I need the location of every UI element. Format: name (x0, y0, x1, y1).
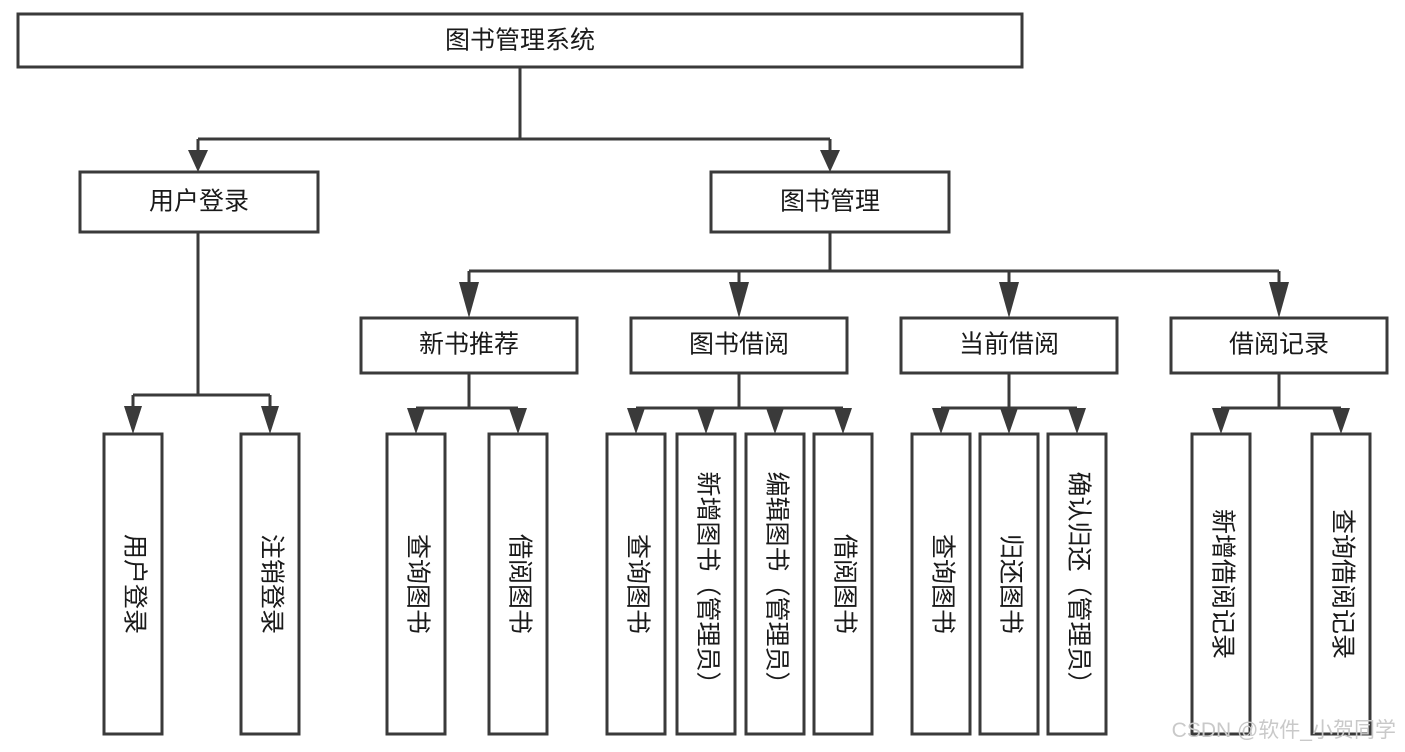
arrow-head-book-borrow (729, 282, 749, 318)
node-borrow-record[interactable]: 借阅记录 (1169, 316, 1389, 375)
node-leaf-return-book[interactable]: 归还图书 (978, 432, 1040, 736)
arrow-head-leaf-borrow-book-2 (834, 408, 852, 434)
node-leaf-user-login-box[interactable] (102, 432, 164, 736)
node-user-login-label: 用户登录 (149, 188, 249, 216)
node-leaf-borrow-book-2-label: 借阅图书 (830, 534, 858, 634)
node-leaf-borrow-book-2-box[interactable] (812, 432, 874, 736)
node-current-borrow-box[interactable] (899, 316, 1119, 375)
node-leaf-add-record-box[interactable] (1190, 432, 1252, 736)
node-book-borrow-box[interactable] (629, 316, 849, 375)
node-book-manage-box[interactable] (709, 170, 951, 234)
node-book-borrow[interactable]: 图书借阅 (629, 316, 849, 375)
node-root-label: 图书管理系统 (445, 27, 595, 55)
node-leaf-borrow-book-1-label: 借阅图书 (505, 534, 533, 634)
node-leaf-query-book-3-box[interactable] (910, 432, 972, 736)
arrow-head-leaf-add-book (697, 408, 715, 434)
node-leaf-confirm-return[interactable]: 确认归还（管理员） (1046, 432, 1108, 736)
node-leaf-add-book-box[interactable] (675, 432, 737, 736)
node-leaf-query-book-2[interactable]: 查询图书 (605, 432, 667, 736)
node-leaf-edit-book-label: 编辑图书（管理员） (762, 471, 790, 696)
node-leaf-confirm-return-label: 确认归还（管理员） (1064, 471, 1092, 696)
node-user-login[interactable]: 用户登录 (78, 170, 320, 234)
node-leaf-user-logout[interactable]: 注销登录 (239, 432, 301, 736)
arrow-head-book-manage (820, 150, 840, 172)
node-root-book-management-system[interactable]: 图书管理系统 (16, 12, 1024, 69)
node-leaf-edit-book[interactable]: 编辑图书（管理员） (744, 432, 806, 736)
node-leaf-return-book-label: 归还图书 (996, 534, 1024, 634)
csdn-watermark: CSDN @软件_小贺同学 (1172, 719, 1396, 742)
arrow-head-leaf-user-logout (261, 406, 279, 434)
node-leaf-query-book-3[interactable]: 查询图书 (910, 432, 972, 736)
node-leaf-query-book-2-box[interactable] (605, 432, 667, 736)
node-borrow-record-box[interactable] (1169, 316, 1389, 375)
node-new-book-recommend-box[interactable] (359, 316, 579, 375)
node-new-book-recommend-label: 新书推荐 (419, 331, 519, 359)
arrow-head-leaf-edit-book (766, 408, 784, 434)
connectors-layer (124, 67, 1350, 434)
arrow-head-leaf-query-book-3 (932, 408, 950, 434)
arrow-head-user-login (188, 150, 208, 172)
node-leaf-query-book-3-label: 查询图书 (928, 534, 956, 634)
node-leaf-borrow-book-1[interactable]: 借阅图书 (487, 432, 549, 736)
node-book-manage-label: 图书管理 (780, 188, 880, 216)
arrow-head-leaf-query-record (1332, 408, 1350, 434)
node-leaf-user-login-label: 用户登录 (120, 534, 148, 634)
node-leaf-query-record-box[interactable] (1310, 432, 1372, 736)
node-new-book-recommend[interactable]: 新书推荐 (359, 316, 579, 375)
node-current-borrow[interactable]: 当前借阅 (899, 316, 1119, 375)
node-leaf-confirm-return-box[interactable] (1046, 432, 1108, 736)
node-leaf-query-record[interactable]: 查询借阅记录 (1310, 432, 1372, 736)
node-leaf-add-book-label: 新增图书（管理员） (693, 471, 721, 696)
node-leaf-query-book-2-label: 查询图书 (623, 534, 651, 634)
node-user-login-box[interactable] (78, 170, 320, 234)
node-borrow-record-label: 借阅记录 (1229, 331, 1329, 359)
node-leaf-query-book-1-box[interactable] (385, 432, 447, 736)
arrow-head-borrow-record (1269, 282, 1289, 318)
node-leaf-add-record[interactable]: 新增借阅记录 (1190, 432, 1252, 736)
arrow-head-current-borrow (999, 282, 1019, 318)
node-book-borrow-label: 图书借阅 (689, 331, 789, 359)
arrow-head-leaf-return-book (1000, 408, 1018, 434)
arrow-head-leaf-borrow-book-1 (509, 408, 527, 434)
node-leaf-add-book[interactable]: 新增图书（管理员） (675, 432, 737, 736)
arrow-head-leaf-add-record (1212, 408, 1230, 434)
node-leaf-add-record-label: 新增借阅记录 (1208, 509, 1236, 659)
node-leaf-user-login[interactable]: 用户登录 (102, 432, 164, 736)
node-book-manage[interactable]: 图书管理 (709, 170, 951, 234)
node-leaf-query-book-1-label: 查询图书 (403, 534, 431, 634)
node-leaf-query-book-1[interactable]: 查询图书 (385, 432, 447, 736)
arrow-head-leaf-query-book-2 (627, 408, 645, 434)
node-leaf-return-book-box[interactable] (978, 432, 1040, 736)
node-root-box[interactable] (16, 12, 1024, 69)
node-leaf-query-record-label: 查询借阅记录 (1328, 509, 1356, 659)
node-leaf-user-logout-label: 注销登录 (257, 534, 285, 634)
arrow-head-new-book-recommend (459, 282, 479, 318)
node-leaf-borrow-book-2[interactable]: 借阅图书 (812, 432, 874, 736)
node-leaf-user-logout-box[interactable] (239, 432, 301, 736)
node-current-borrow-label: 当前借阅 (959, 331, 1059, 359)
arrow-head-leaf-user-login (124, 406, 142, 434)
node-leaf-borrow-book-1-box[interactable] (487, 432, 549, 736)
arrow-head-leaf-query-book-1 (407, 408, 425, 434)
arrow-head-leaf-confirm-return (1068, 408, 1086, 434)
node-leaf-edit-book-box[interactable] (744, 432, 806, 736)
